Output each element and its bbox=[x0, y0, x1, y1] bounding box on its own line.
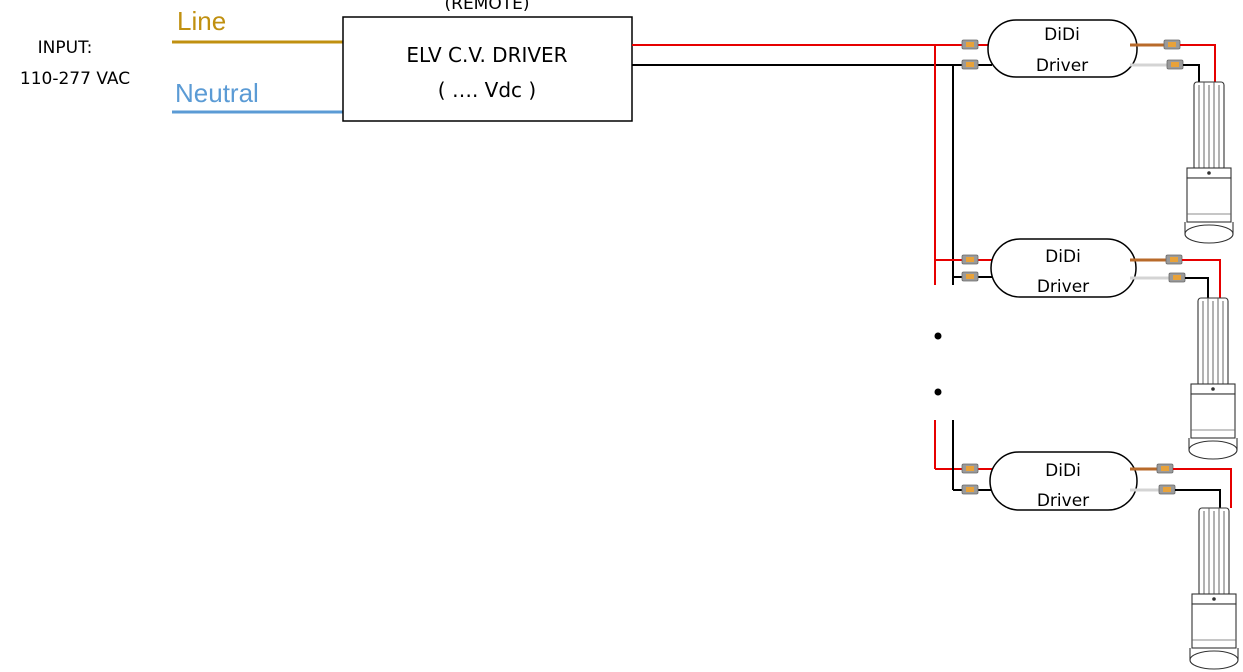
connector-icon bbox=[1168, 272, 1186, 283]
driver-header: (REMOTE) bbox=[445, 0, 530, 14]
connector-icon bbox=[1163, 39, 1181, 50]
didi-sub: Driver bbox=[1037, 277, 1089, 297]
neutral-label: Neutral bbox=[175, 78, 259, 108]
connector-icon bbox=[1158, 484, 1176, 495]
didi-unit-1: DiDi Driver bbox=[961, 19, 1234, 244]
driver-title: ELV C.V. DRIVER bbox=[406, 43, 567, 67]
connector-icon bbox=[1165, 254, 1183, 265]
didi-sub: Driver bbox=[1037, 491, 1089, 511]
light-fixture-icon bbox=[1188, 297, 1238, 460]
input-title: INPUT: bbox=[38, 38, 93, 58]
connector-icon bbox=[961, 271, 979, 282]
didi-name: DiDi bbox=[1045, 247, 1081, 267]
didi-name: DiDi bbox=[1044, 25, 1080, 45]
connector-icon bbox=[961, 254, 979, 265]
input-voltage: 110-277 VAC bbox=[20, 69, 130, 89]
connector-icon bbox=[961, 484, 979, 495]
driver-output: ( …. Vdc ) bbox=[438, 78, 536, 102]
elv-driver-box bbox=[342, 16, 633, 122]
connector-icon bbox=[961, 59, 979, 70]
dc-bus bbox=[632, 44, 962, 491]
connector-icon bbox=[1166, 59, 1184, 70]
didi-driver-box bbox=[989, 451, 1138, 511]
ellipsis-dot-icon bbox=[934, 388, 942, 396]
ellipsis-dot-icon bbox=[934, 332, 942, 340]
connector-icon bbox=[961, 39, 979, 50]
connector-icon bbox=[961, 463, 979, 474]
didi-name: DiDi bbox=[1045, 461, 1081, 481]
didi-unit-2: DiDi Driver bbox=[961, 238, 1238, 460]
didi-unit-3: DiDi Driver bbox=[961, 451, 1239, 670]
didi-sub: Driver bbox=[1036, 56, 1088, 76]
connector-icon bbox=[1156, 463, 1174, 474]
didi-driver-box bbox=[987, 19, 1138, 78]
line-label: Line bbox=[177, 6, 226, 36]
light-fixture-icon bbox=[1184, 81, 1234, 244]
light-fixture-icon bbox=[1189, 507, 1239, 670]
didi-driver-box bbox=[990, 238, 1137, 298]
